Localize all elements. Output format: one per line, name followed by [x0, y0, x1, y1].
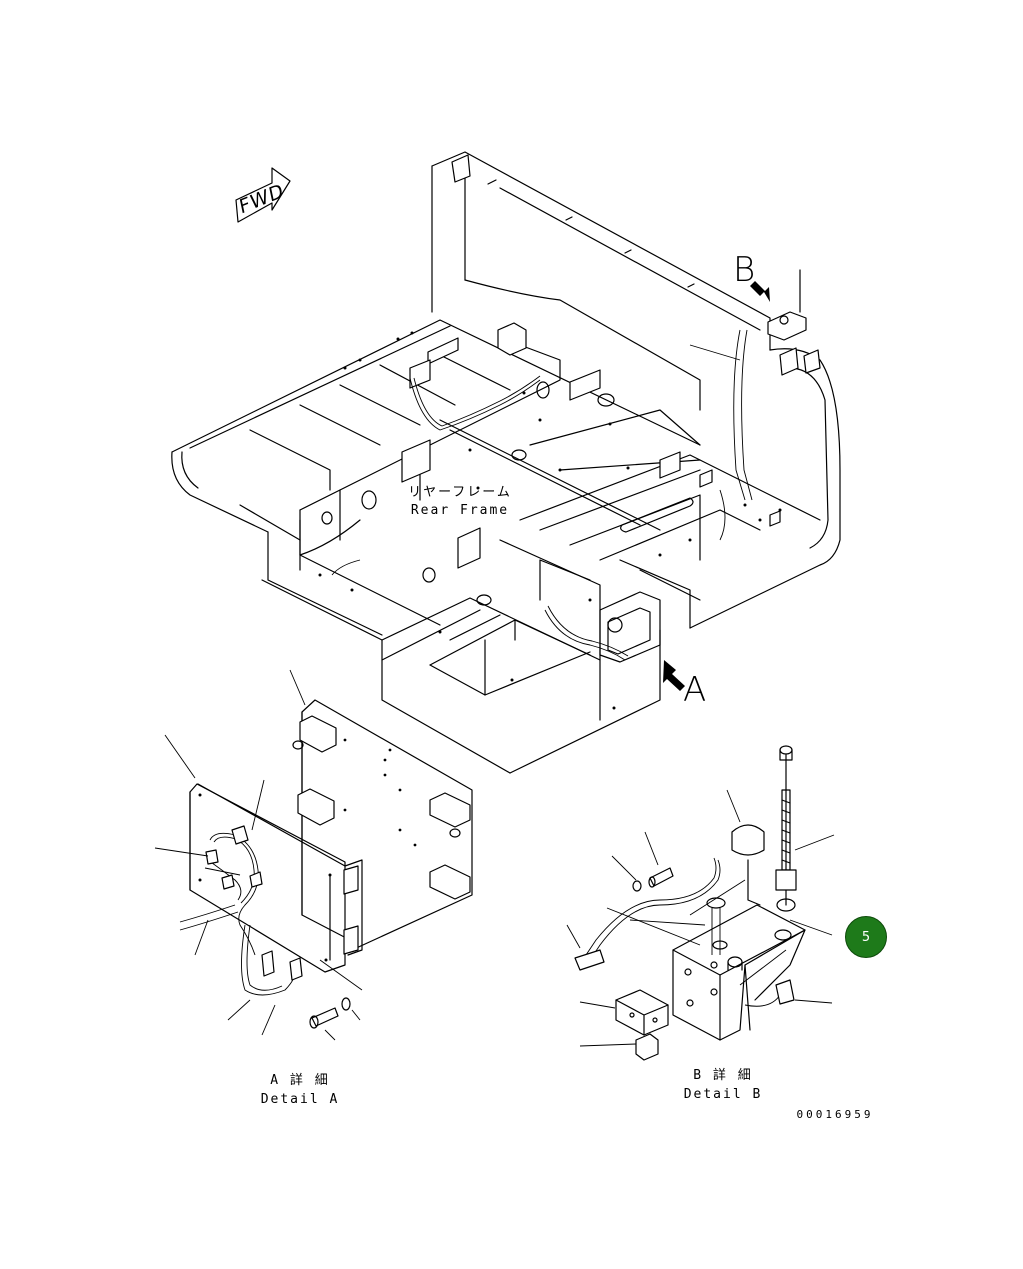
detail-b-en-label: Detail B — [683, 1087, 763, 1102]
view-a-arrow — [663, 660, 685, 691]
view-a-letter: A — [683, 670, 707, 710]
frame-bolt-holes — [318, 331, 782, 710]
detail-a-drawing — [154, 669, 473, 1041]
detail-b-drawing — [566, 745, 835, 1061]
fwd-arrow — [235, 167, 291, 223]
view-b-arrow — [750, 281, 770, 302]
callout-badge[interactable]: 5 — [845, 916, 887, 958]
view-b-letter: B — [733, 250, 756, 290]
rear-frame-assembly — [171, 151, 841, 774]
rear-frame-jp-label: リヤーフレーム — [408, 485, 512, 500]
detail-a-en-label: Detail A — [260, 1092, 340, 1107]
drawing-number: 00016959 — [796, 1108, 874, 1121]
detail-b-jp-label: B 詳 細 — [693, 1068, 753, 1083]
detail-a-jp-label: A 詳 細 — [270, 1073, 330, 1088]
rear-frame-en-label: Rear Frame — [410, 503, 510, 518]
